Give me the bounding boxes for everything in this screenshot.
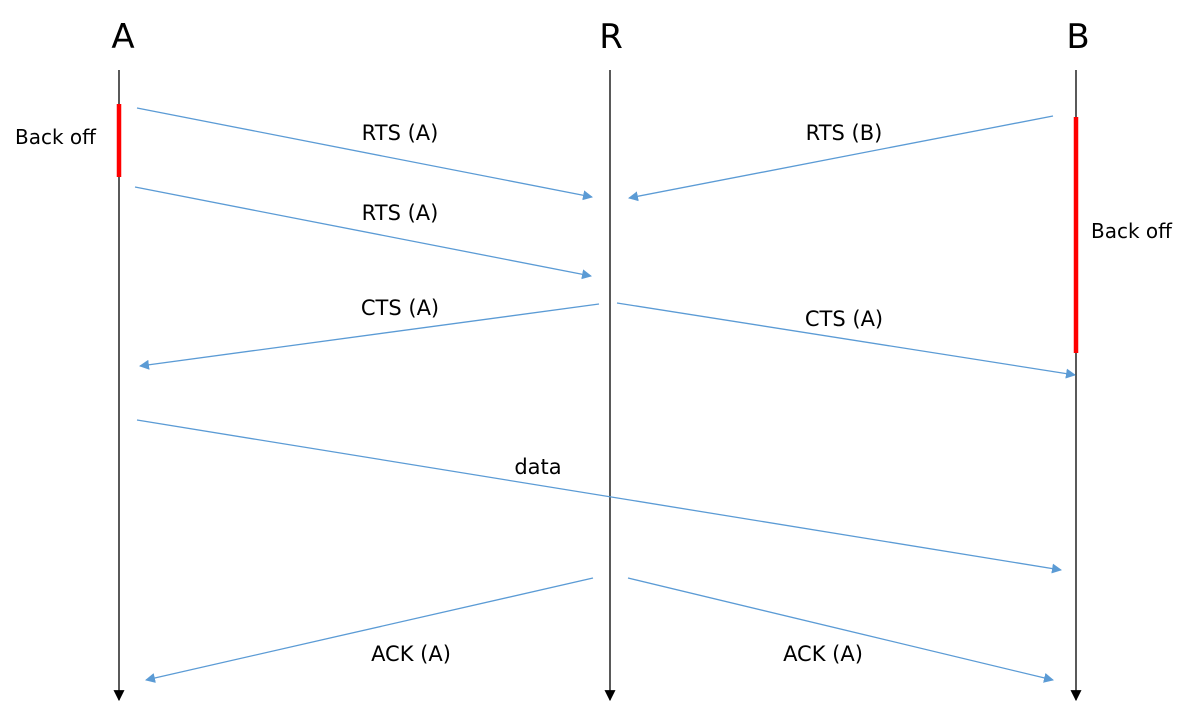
label-rts-a-2: RTS (A) <box>362 201 439 225</box>
arrow-cts-a-left <box>139 303 600 370</box>
label-ack-a-right: ACK (A) <box>783 642 863 666</box>
label-rts-b: RTS (B) <box>806 121 883 145</box>
arrow-ack-a-right <box>627 577 1054 683</box>
backoff-label-a: Back off <box>15 125 97 149</box>
label-cts-a-left: CTS (A) <box>361 296 439 320</box>
arrow-rts-a-2 <box>134 186 592 280</box>
node-a-label: A <box>111 17 134 57</box>
node-r-label: R <box>599 17 623 57</box>
node-b-label: B <box>1066 17 1089 57</box>
arrow-ack-a-left <box>145 577 594 683</box>
arrow-rts-a-1 <box>136 107 593 201</box>
arrow-cts-a-right <box>616 302 1076 379</box>
label-ack-a-left: ACK (A) <box>371 642 451 666</box>
arrow-rts-b <box>628 115 1054 202</box>
arrow-data <box>136 419 1062 574</box>
label-data: data <box>514 455 561 479</box>
label-rts-a-1: RTS (A) <box>362 121 439 145</box>
label-cts-a-right: CTS (A) <box>805 307 883 331</box>
backoff-label-b: Back off <box>1091 219 1173 243</box>
